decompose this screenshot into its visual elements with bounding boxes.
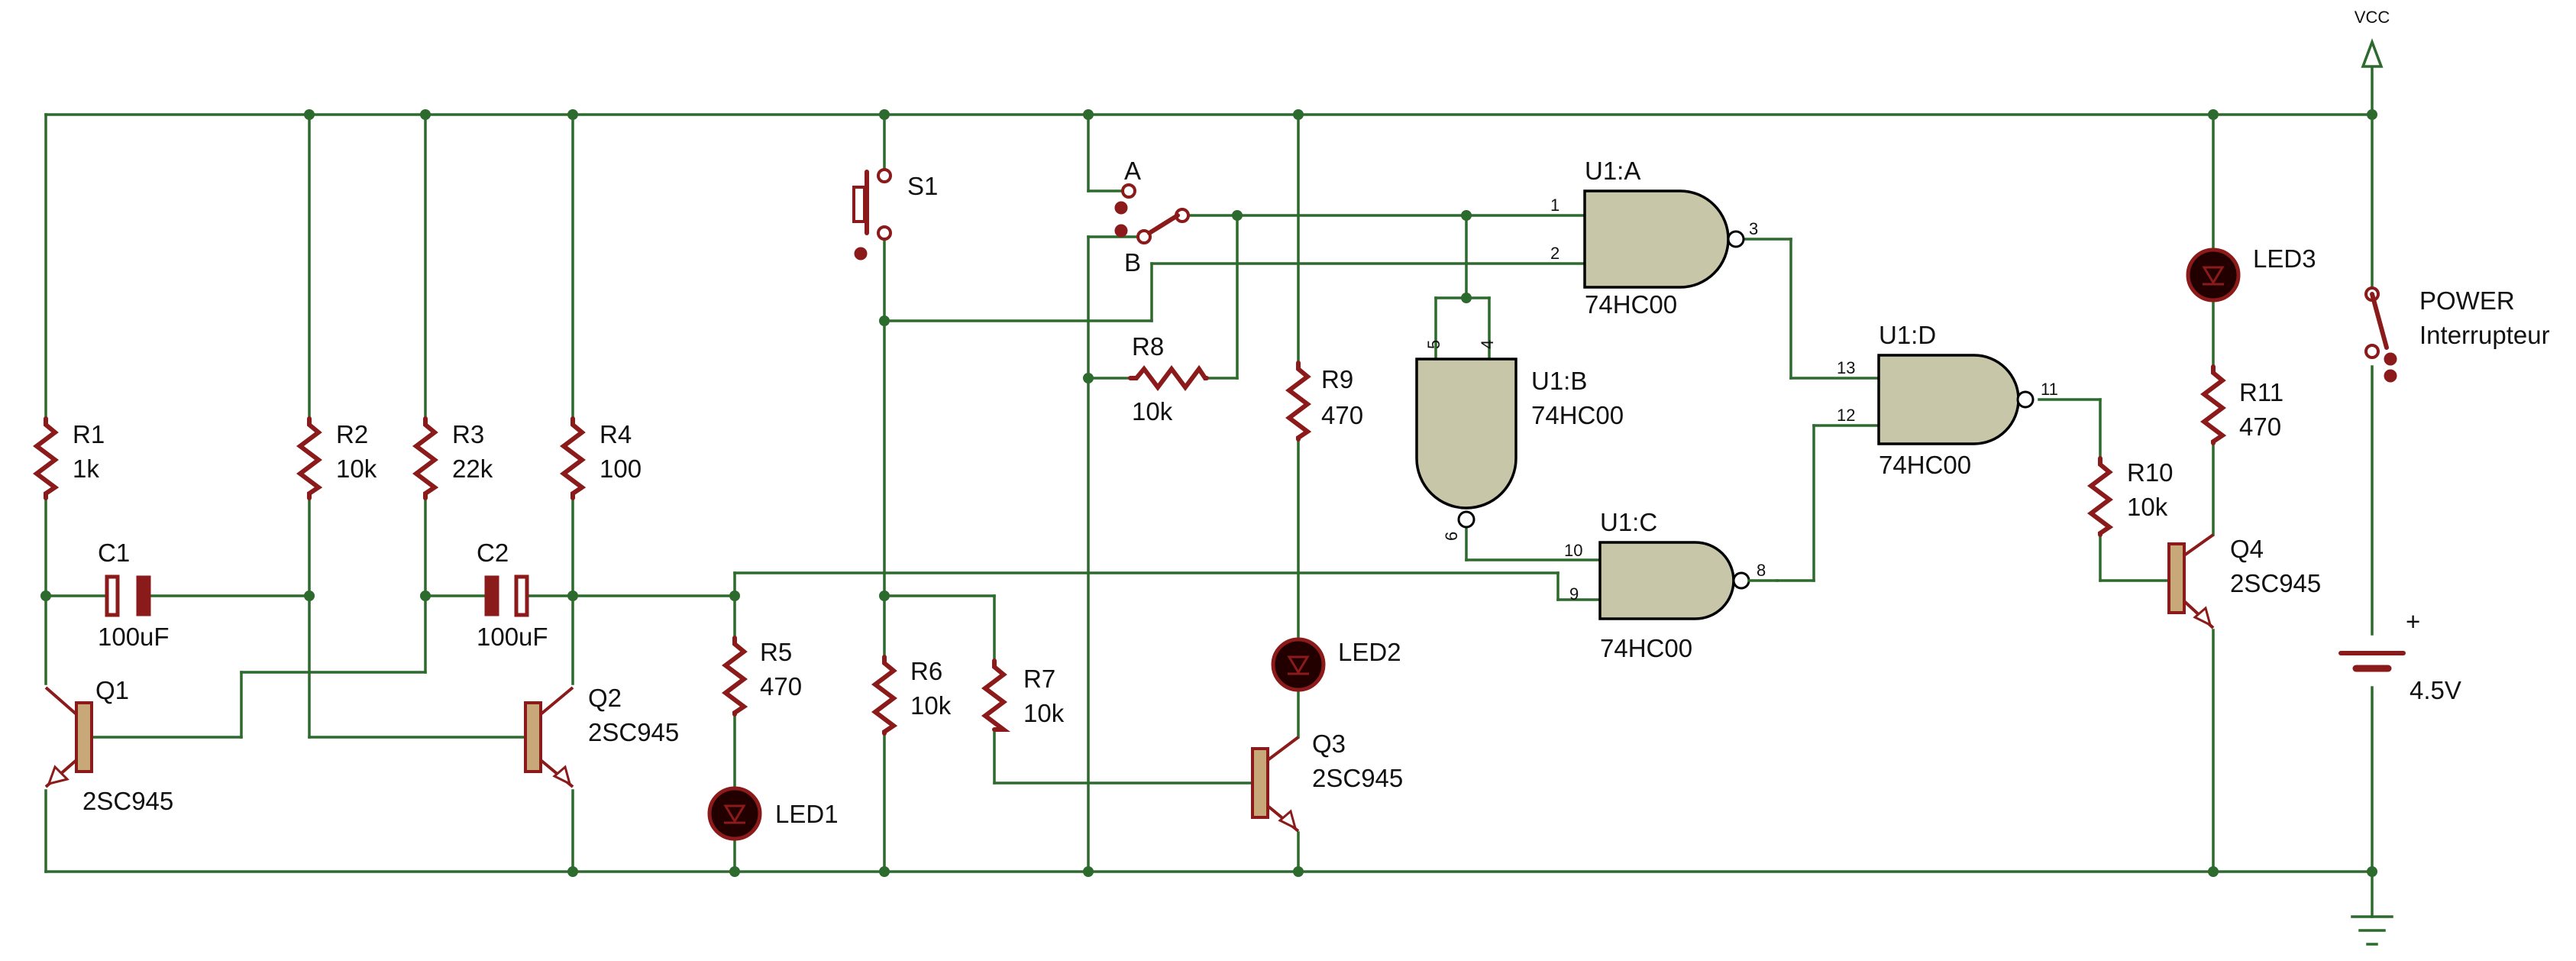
led-led3: LED3 bbox=[2186, 244, 2316, 303]
svg-text:10k: 10k bbox=[2127, 493, 2168, 521]
svg-text:B: B bbox=[1124, 248, 1141, 277]
vcc-symbol: VCC bbox=[2355, 8, 2390, 68]
svg-text:10k: 10k bbox=[1023, 699, 1065, 727]
svg-text:U1:A: U1:A bbox=[1585, 157, 1640, 185]
svg-text:R10: R10 bbox=[2127, 458, 2174, 487]
battery: + 4.5V bbox=[2338, 607, 2461, 704]
svg-text:R1: R1 bbox=[73, 420, 105, 448]
resistor-r10: R10 10k bbox=[2087, 456, 2174, 537]
resistor-r6: R6 10k bbox=[871, 655, 952, 736]
svg-text:11: 11 bbox=[2041, 380, 2058, 399]
svg-text:10: 10 bbox=[1564, 541, 1582, 560]
svg-text:100: 100 bbox=[600, 455, 642, 483]
svg-text:R6: R6 bbox=[910, 657, 942, 685]
capacitor-c2: C2 100uF bbox=[477, 539, 548, 651]
wires bbox=[44, 63, 2374, 918]
resistor-r11: R11 470 bbox=[2200, 364, 2283, 445]
svg-text:2: 2 bbox=[1550, 244, 1559, 263]
svg-text:22k: 22k bbox=[452, 455, 493, 483]
svg-text:A: A bbox=[1124, 157, 1141, 185]
svg-text:2SC945: 2SC945 bbox=[2230, 569, 2321, 597]
svg-text:R5: R5 bbox=[760, 638, 792, 666]
svg-text:Q1: Q1 bbox=[95, 676, 129, 704]
svg-text:R8: R8 bbox=[1132, 332, 1164, 361]
svg-text:3: 3 bbox=[1749, 219, 1758, 238]
svg-text:10k: 10k bbox=[910, 691, 952, 720]
selector-switch: A B bbox=[1114, 157, 1190, 277]
svg-text:13: 13 bbox=[1837, 358, 1855, 377]
svg-text:R7: R7 bbox=[1023, 665, 1055, 693]
svg-text:8: 8 bbox=[1757, 561, 1766, 580]
power-switch-type: Interrupteur bbox=[2419, 321, 2550, 349]
svg-text:LED2: LED2 bbox=[1338, 638, 1401, 666]
svg-text:74HC00: 74HC00 bbox=[1600, 634, 1692, 662]
led-led2: LED2 bbox=[1271, 637, 1401, 692]
gate-u1d: U1:D 74HC00 13 12 11 bbox=[1837, 321, 2058, 479]
svg-text:9: 9 bbox=[1569, 584, 1579, 603]
svg-text:Q2: Q2 bbox=[588, 684, 622, 712]
svg-text:470: 470 bbox=[2239, 413, 2281, 441]
svg-text:4: 4 bbox=[1478, 340, 1497, 349]
svg-text:R4: R4 bbox=[600, 420, 632, 448]
led-led1: LED1 bbox=[707, 786, 839, 841]
svg-text:LED1: LED1 bbox=[775, 800, 839, 828]
svg-text:100uF: 100uF bbox=[98, 623, 170, 651]
svg-text:R9: R9 bbox=[1321, 365, 1353, 393]
battery-polarity: + bbox=[2406, 607, 2420, 636]
svg-text:6: 6 bbox=[1442, 532, 1461, 541]
svg-text:U1:B: U1:B bbox=[1531, 367, 1587, 395]
svg-text:C1: C1 bbox=[98, 539, 130, 567]
svg-text:100uF: 100uF bbox=[477, 623, 548, 651]
svg-text:10k: 10k bbox=[1132, 397, 1173, 425]
gate-u1b: U1:B 74HC00 5 4 6 bbox=[1415, 340, 1624, 541]
transistor-q3: Q3 2SC945 bbox=[1251, 730, 1403, 833]
transistor-q1: Q1 2SC945 bbox=[44, 676, 173, 815]
vcc-label: VCC bbox=[2355, 8, 2390, 27]
svg-text:12: 12 bbox=[1837, 406, 1855, 425]
resistor-r2: R2 10k bbox=[296, 416, 377, 500]
svg-text:Q4: Q4 bbox=[2230, 535, 2264, 563]
resistor-r8: R8 10k bbox=[1128, 332, 1209, 425]
resistor-r4: R4 100 bbox=[560, 416, 642, 500]
svg-text:74HC00: 74HC00 bbox=[1585, 290, 1677, 319]
resistor-r5: R5 470 bbox=[722, 636, 802, 717]
svg-text:1: 1 bbox=[1550, 196, 1559, 215]
svg-text:470: 470 bbox=[1321, 401, 1363, 429]
resistor-r9: R9 470 bbox=[1285, 361, 1363, 442]
svg-text:C2: C2 bbox=[477, 539, 509, 567]
transistor-q2: Q2 2SC945 bbox=[524, 684, 679, 788]
ground-symbol bbox=[2351, 915, 2393, 946]
power-switch-name: POWER bbox=[2419, 286, 2515, 315]
svg-text:U1:D: U1:D bbox=[1879, 321, 1936, 349]
svg-text:74HC00: 74HC00 bbox=[1531, 401, 1624, 429]
svg-text:10k: 10k bbox=[336, 455, 377, 483]
svg-text:S1: S1 bbox=[907, 172, 938, 200]
svg-text:470: 470 bbox=[760, 672, 802, 701]
svg-text:74HC00: 74HC00 bbox=[1879, 451, 1971, 479]
power-switch: POWER Interrupteur bbox=[2364, 286, 2550, 383]
resistor-r3: R3 22k bbox=[412, 416, 493, 500]
svg-text:Q3: Q3 bbox=[1312, 730, 1346, 758]
gate-u1c: U1:C 74HC00 10 9 8 bbox=[1564, 508, 1766, 662]
svg-text:2SC945: 2SC945 bbox=[1312, 764, 1403, 792]
svg-text:R2: R2 bbox=[336, 420, 368, 448]
battery-value: 4.5V bbox=[2410, 676, 2461, 704]
svg-text:R11: R11 bbox=[2239, 378, 2283, 406]
gate-u1a: U1:A 74HC00 1 2 3 bbox=[1550, 157, 1758, 319]
svg-text:2SC945: 2SC945 bbox=[82, 787, 173, 815]
svg-text:1k: 1k bbox=[73, 455, 99, 483]
junctions bbox=[40, 109, 2377, 877]
pushbutton-s1: S1 bbox=[852, 168, 938, 260]
svg-text:R3: R3 bbox=[452, 420, 484, 448]
svg-text:5: 5 bbox=[1424, 340, 1443, 349]
svg-text:2SC945: 2SC945 bbox=[588, 718, 679, 746]
resistor-r1: R1 1k bbox=[33, 416, 105, 500]
svg-text:LED3: LED3 bbox=[2253, 244, 2316, 273]
svg-text:U1:C: U1:C bbox=[1600, 508, 1657, 536]
capacitor-c1: C1 100uF bbox=[98, 539, 170, 651]
resistor-r7: R7 10k bbox=[981, 658, 1065, 732]
transistor-q4: Q4 2SC945 bbox=[2167, 533, 2321, 629]
